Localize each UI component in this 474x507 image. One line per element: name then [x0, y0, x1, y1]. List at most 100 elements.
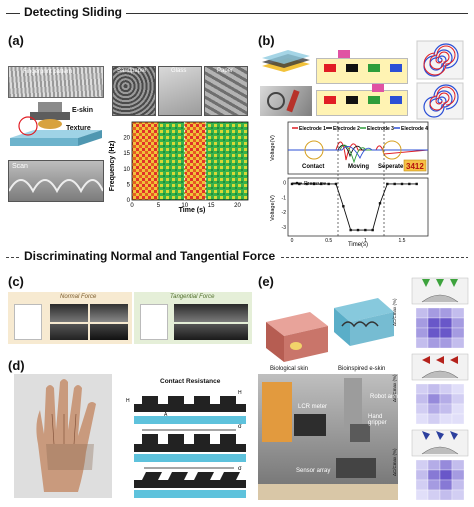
heatmap-3-cell-3-1 — [427, 489, 441, 501]
spectrogram-ytick-0: 0 — [127, 198, 131, 204]
force-arrow-1-1 — [436, 279, 444, 287]
bio-skin-label: Biological skin — [270, 366, 309, 372]
pressure-point-8 — [349, 228, 352, 232]
spectrogram-region-1 — [158, 122, 185, 200]
svg-text:H: H — [126, 398, 130, 404]
heatmap-unit-label-2: ΔC/Cmax (%) — [392, 374, 397, 402]
sample-sandpaper-label: Sandpaper — [117, 68, 147, 74]
heatmap-3-cell-3-3 — [451, 489, 465, 501]
force-arrow-2-2 — [450, 356, 458, 364]
normal-micrograph-3 — [50, 324, 88, 340]
electrode-pad-blue — [390, 64, 402, 72]
heatmap-2-cell-0-0 — [415, 383, 429, 395]
heatmap-3-cell-3-0 — [415, 489, 429, 501]
pressure-point-10 — [364, 228, 367, 232]
spectrogram-region-0 — [132, 122, 159, 200]
counter-value: 3412 — [406, 162, 424, 171]
svg-text:H: H — [238, 390, 242, 396]
electrode-pad-black-2 — [346, 96, 358, 104]
spectrogram-frame — [131, 121, 249, 201]
heatmap-1-cell-3-3 — [451, 337, 465, 349]
heatmap-1-cell-2-0 — [415, 327, 429, 339]
electrode-signal-blue — [288, 145, 428, 160]
pressure-point-9 — [356, 228, 360, 232]
sample-glass: Glass — [158, 66, 202, 116]
spectrogram-xlabel: Time (s) — [179, 207, 206, 214]
spectrogram-xtick-15: 15 — [208, 203, 215, 209]
spectrogram-xtick-20: 20 — [234, 203, 241, 209]
electrode-pad-red-2 — [324, 96, 336, 104]
heatmap-1-cell-3-0 — [415, 337, 429, 349]
tangential-force-panel: Tangential Force — [134, 292, 252, 344]
tangential-micrograph-1 — [174, 304, 248, 322]
heatmap-1-cell-1-0 — [415, 317, 429, 329]
pressure-point-6 — [334, 182, 338, 186]
pressure-point-17 — [415, 182, 418, 186]
heatmap-1-cell-1-2 — [439, 317, 453, 329]
stage-separate: Seperate — [378, 164, 404, 170]
robot-setup-photo: Robot arm Hand gripper LCR meter Sensor … — [258, 374, 398, 500]
heatmap-2-cell-2-3 — [451, 403, 465, 415]
heatmap-2-cell-1-0 — [415, 393, 429, 405]
normal-force-panel: Normal Force — [8, 292, 132, 344]
normal-force-title: Normal Force — [60, 294, 97, 300]
lcr-meter-label: LCR meter — [298, 404, 328, 410]
pressure-ytick--3: -3 — [282, 225, 287, 231]
heatmap-2-cell-0-1 — [427, 383, 441, 395]
spectrogram-ylabel: Frequency (Hz) — [109, 141, 116, 192]
heatmap-1-cell-1-3 — [451, 317, 465, 329]
heatmap-1-cell-2-2 — [439, 327, 453, 339]
spectrogram-xtick-5: 5 — [157, 203, 161, 209]
heatmap-unit-label-3: ΔC/Cmax (%) — [392, 448, 397, 476]
heatmap-3-cell-2-3 — [451, 479, 465, 491]
slider-pink — [338, 50, 350, 58]
heatmap-unit-label-1: ΔC/Cmax (%) — [392, 298, 397, 326]
pressure-point-15 — [400, 182, 404, 186]
pressure-point-5 — [327, 182, 330, 186]
texture-label: Texture — [66, 125, 91, 132]
pressure-point-0 — [290, 182, 294, 186]
force-arrow-2-1 — [436, 356, 444, 364]
pressure-line — [292, 183, 417, 231]
electrode-layer-diagram — [262, 50, 310, 72]
heatmap-3-cell-1-2 — [439, 469, 453, 481]
panel-c-label: (c) — [8, 274, 24, 289]
heatmap-1-cell-0-3 — [451, 307, 465, 319]
spectrogram-xtick-0: 0 — [130, 203, 134, 209]
voltage-top-ylabel: Voltage(V) — [270, 135, 276, 161]
heatmap-2-cell-1-1 — [427, 393, 441, 405]
bioinspired-label: Bioinspired e-skin — [338, 366, 386, 372]
spiral-electrode-icon — [416, 40, 464, 80]
pressure-xtick-1.5: 1.5 — [399, 238, 406, 244]
heatmap-2-cell-1-2 — [439, 393, 453, 405]
pressure-point-7 — [342, 205, 345, 208]
pressure-point-4 — [320, 182, 323, 186]
electrode-pad-green — [368, 64, 380, 72]
section1-title: Detecting Sliding — [20, 5, 127, 19]
pressure-point-12 — [378, 202, 382, 205]
force-arrow-3-1 — [436, 431, 444, 440]
heatmap-3-cell-1-1 — [427, 469, 441, 481]
contact-resistance-diagram: H H A σ σ — [126, 390, 246, 498]
spectrogram-ytick-20: 20 — [123, 136, 130, 142]
section2-title: Discriminating Normal and Tangential For… — [20, 249, 280, 263]
heatmap-3-cell-1-3 — [451, 469, 465, 481]
pressure-legend: Pressure — [304, 181, 326, 187]
tangential-micrograph-2 — [174, 324, 248, 340]
spectrogram-region-3 — [205, 122, 248, 200]
svg-text:A: A — [164, 412, 168, 418]
heatmap-1-cell-2-1 — [427, 327, 441, 339]
sample-glass-label: Glass — [171, 68, 187, 74]
spiral-electrode-icon-2 — [416, 82, 464, 120]
heatmap-2-cell-0-2 — [439, 383, 453, 395]
force-arrow-2-0 — [422, 356, 430, 364]
heatmap-3-cell-2-0 — [415, 479, 429, 491]
heatmap-3-cell-0-2 — [439, 459, 453, 471]
section1-divider — [6, 13, 468, 14]
tangential-force-diagram — [140, 304, 168, 340]
force-dome-2 — [421, 370, 459, 379]
heatmap-2-cell-3-3 — [451, 413, 465, 425]
normal-force-diagram — [14, 304, 42, 340]
